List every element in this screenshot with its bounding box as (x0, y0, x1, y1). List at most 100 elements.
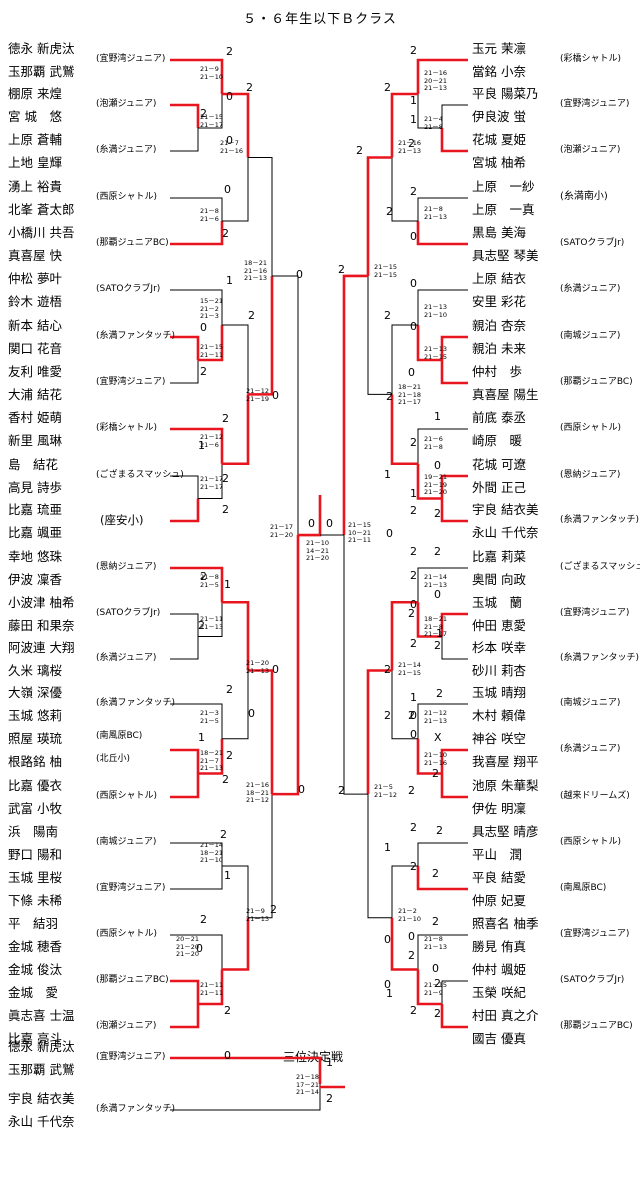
match-score: 2 (200, 570, 207, 583)
entry-pair: 金城 俊汰金城 愛 (8, 959, 62, 1005)
entry-pair: 上原 蒼輔上地 皇輝 (8, 129, 62, 175)
bracket-line (170, 773, 200, 799)
match-score: 2 (384, 81, 391, 94)
player-name: 上原 結衣 (472, 271, 526, 286)
match-score: 1 (384, 841, 391, 854)
player-name: 伊波 凜香 (8, 572, 62, 587)
bracket-line (170, 934, 223, 970)
team-name: (南城ジュニア) (560, 698, 621, 708)
entry-pair: 湧上 裕貴北峯 蒼太郎 (8, 176, 74, 222)
player-name: 仲村 颯姫 (472, 962, 526, 977)
team-name: (泡瀬ジュニア) (96, 1021, 157, 1031)
entry-pair: 徳永 新虎汰玉那覇 武鷲 (8, 1036, 74, 1082)
player-name: 平良 結愛 (472, 870, 526, 885)
match-score: 0 (248, 707, 255, 720)
match-score: 2 (410, 185, 417, 198)
player-name: 徳永 新虎汰 (8, 41, 75, 56)
entry-pair: 棚原 来煌宮 城 悠 (8, 83, 62, 129)
third-place-line (170, 1084, 321, 1111)
team-name: (ござまるスマッシュ) (96, 470, 184, 480)
player-name: 黒島 美海 (472, 225, 526, 240)
match-score: 2 (434, 639, 441, 652)
game-scores: 21－5 21－12 (374, 783, 398, 799)
entry-pair: 神谷 咲空我喜屋 翔平 (472, 728, 538, 774)
player-name: 阿波連 大翔 (8, 640, 75, 655)
game-scores: 21－16 18－21 21－12 (246, 781, 270, 804)
match-score: 0 (226, 90, 233, 103)
player-name: 比嘉 颯亜 (8, 525, 62, 540)
player-name: 仲田 恵愛 (472, 618, 526, 633)
player-name: 高見 詩歩 (8, 480, 62, 495)
match-score: 2 (410, 821, 417, 834)
player-name: 根路銘 柚 (8, 754, 62, 769)
game-scores: 21－3 21－5 (200, 709, 219, 725)
bracket-line (416, 969, 442, 1006)
bracket-line (440, 474, 468, 499)
bracket-line (440, 335, 468, 360)
team-name: (宜野湾ジュニア) (560, 929, 630, 939)
player-name: 玉城 悠莉 (8, 708, 62, 723)
bracket-line (417, 289, 468, 325)
match-score: 1 (384, 468, 391, 481)
player-name: 照屋 瑛琉 (8, 731, 62, 746)
match-score: 2 (432, 915, 439, 928)
bracket-line (170, 1004, 200, 1029)
bracket-line (170, 58, 224, 94)
team-name: (南風原BC) (96, 731, 143, 741)
team-name: (糸満ジュニア) (560, 284, 621, 294)
entry-pair: 親泊 杏奈親泊 未来 (472, 315, 526, 361)
bracket-line (390, 600, 418, 671)
entry-pair: 玉元 茉凛當銘 小奈 (472, 38, 526, 84)
match-score: 2 (408, 784, 415, 797)
game-scores: 18－21 21－8 21－17 (424, 615, 448, 638)
entry-pair: 仲村 颯姫玉榮 咲紀 (472, 959, 526, 1005)
player-name: 野口 陽和 (8, 847, 62, 862)
bracket-line (272, 275, 299, 536)
player-name: 宇良 結衣美 (472, 502, 539, 517)
player-name: 安里 彩花 (472, 294, 526, 309)
match-score: 2 (434, 507, 441, 520)
bracket-line (198, 463, 223, 499)
match-score: 2 (384, 709, 391, 722)
bracket-line (417, 934, 468, 970)
entry-pair: 平良 陽菜乃伊良波 蛍 (472, 83, 538, 129)
player-name: 親泊 未来 (472, 341, 526, 356)
entry-pair: 上原 一紗上原 一真 (472, 176, 535, 222)
bracket-line (440, 773, 468, 799)
player-name: 崎原 暖 (472, 433, 523, 448)
game-scores: 21－14 21－13 (424, 573, 448, 589)
bracket-line (416, 463, 442, 500)
team-name: (SATOクラブJr) (560, 975, 625, 985)
entry-pair: 比嘉 莉菜奥間 向政 (472, 546, 526, 592)
match-score: 2 (356, 144, 363, 157)
game-scores: 21－16 21－13 (398, 139, 422, 155)
bracket-line (390, 394, 418, 466)
game-scores: 18－21 21－18 21－17 (398, 383, 422, 406)
game-scores: 21－12 21－19 (246, 387, 270, 403)
entry-pair: 小波津 柚希藤田 和果奈 (8, 592, 74, 638)
match-score: 0 (410, 320, 417, 333)
bracket-line (170, 335, 200, 360)
game-scores: 21－12 21－13 (424, 709, 448, 725)
game-scores: 21－8 21－5 (200, 573, 219, 589)
match-score: 0 (386, 527, 393, 540)
player-name: 比嘉 優衣 (8, 778, 62, 793)
match-score: 2 (386, 390, 393, 403)
player-name: 玉那覇 武鷲 (8, 64, 75, 79)
game-scores: 21－16 20－21 21－13 (424, 69, 448, 92)
player-name: 大嶺 深優 (8, 685, 62, 700)
player-name: 宮 城 悠 (8, 109, 62, 124)
match-score: 2 (408, 137, 415, 150)
match-score: 0 (408, 366, 415, 379)
match-score: 2 (198, 619, 205, 632)
match-score: 1 (386, 987, 393, 1000)
entry-pair: 比嘉 琉亜比嘉 颯亜 (8, 499, 62, 545)
game-scores: 21－15 10－21 21－11 (348, 521, 372, 544)
player-name: 眞志喜 士温 (8, 1008, 75, 1023)
match-score: 0 (298, 783, 305, 796)
bracket-line (366, 669, 392, 795)
match-score: 0 (272, 663, 279, 676)
player-name: 仲松 夢叶 (8, 271, 62, 286)
entry-pair: 花城 夏姫宮城 柚希 (472, 129, 526, 175)
team-name: (宜野湾ジュニア) (96, 1052, 166, 1062)
